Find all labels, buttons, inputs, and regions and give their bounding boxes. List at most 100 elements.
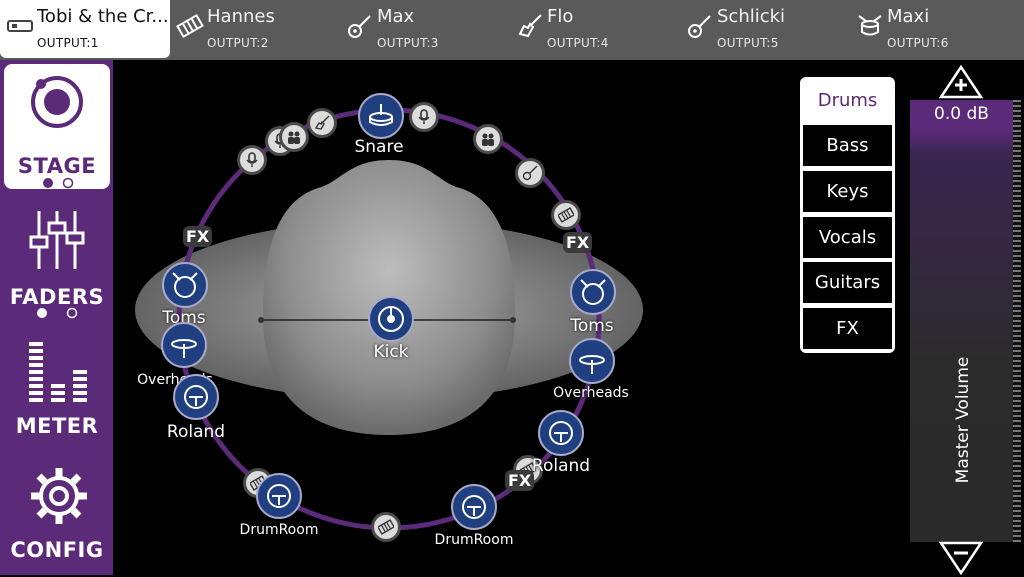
channel-roland-right[interactable] — [538, 410, 584, 456]
channel-snare[interactable] — [358, 93, 404, 139]
keys-badge[interactable] — [371, 512, 401, 542]
output-tab-2[interactable]: Hannes OUTPUT:2 — [170, 0, 340, 58]
group-bass[interactable]: Bass — [803, 125, 892, 166]
microphone-icon — [246, 152, 258, 167]
output-name: Hannes — [207, 6, 275, 27]
channel-drumroom-right[interactable] — [451, 484, 497, 530]
channel-label: Toms — [162, 308, 206, 328]
electronic-drum-icon — [267, 484, 291, 508]
output-name: Schlicki — [717, 6, 786, 27]
acoustic-guitar-icon — [688, 15, 711, 38]
keyboard-icon — [558, 207, 574, 223]
fx-badge-right[interactable]: FX — [563, 232, 593, 253]
keyboard-device-icon — [7, 20, 33, 32]
channel-label: Roland — [166, 422, 226, 442]
group-badge[interactable] — [473, 124, 503, 154]
channel-label: Toms — [570, 316, 614, 336]
group-guitars[interactable]: Guitars — [803, 262, 892, 303]
channel-label: DrumRoom — [434, 532, 514, 548]
nav-meter-label: METER — [15, 414, 99, 438]
group-drums[interactable]: Drums — [803, 80, 892, 121]
main-nav: STAGE FADERS METER CONFIG — [0, 60, 113, 575]
page-indicator-icon — [37, 307, 78, 319]
keyboard-icon — [378, 519, 394, 535]
channel-label: Snare — [354, 137, 404, 157]
channel-roland-left[interactable] — [173, 374, 219, 420]
channel-toms-right[interactable] — [570, 269, 616, 315]
keyboard-icon — [176, 13, 204, 39]
cymbal-icon — [579, 355, 605, 374]
channel-toms-left[interactable] — [162, 262, 208, 308]
guitar-badge[interactable] — [515, 158, 545, 188]
snare-drum-icon — [369, 104, 393, 126]
nav-stage-label: STAGE — [17, 154, 97, 178]
electronic-drum-icon — [549, 421, 573, 445]
cymbal-icon — [171, 339, 197, 358]
nav-config-button[interactable]: CONFIG — [4, 452, 110, 577]
microphone-icon — [418, 109, 430, 124]
output-tab-3[interactable]: Max OUTPUT:3 — [340, 0, 510, 58]
channel-overheads-left[interactable] — [161, 322, 207, 368]
nav-faders-button[interactable]: FADERS — [4, 193, 110, 319]
fx-badge-left[interactable]: FX — [183, 226, 213, 247]
channel-label: Overheads — [553, 385, 629, 401]
meter-icon — [29, 342, 87, 402]
guitar-badge[interactable] — [307, 108, 337, 138]
nav-meter-button[interactable]: METER — [4, 324, 110, 449]
output-number: OUTPUT:3 — [377, 36, 439, 50]
output-name: Max — [377, 6, 415, 27]
people-icon — [482, 133, 494, 146]
output-name: Tobi & the Cr... — [37, 6, 169, 27]
channel-kick[interactable] — [368, 296, 414, 342]
volume-down-button[interactable] — [938, 540, 984, 576]
keys-badge[interactable] — [551, 200, 581, 230]
stage-view: FX FX FX Snare Kick Toms Toms Overheads … — [113, 60, 793, 575]
output-number: OUTPUT:2 — [207, 36, 269, 50]
master-volume-fader[interactable] — [910, 100, 1013, 542]
acoustic-guitar-icon — [348, 15, 371, 38]
channel-drumroom-left[interactable] — [256, 473, 302, 519]
output-tab-6[interactable]: Maxi OUTPUT:6 — [850, 0, 1020, 58]
toms-icon — [172, 272, 198, 298]
group-list: Drums Bass Keys Vocals Guitars FX — [800, 77, 895, 353]
output-number: OUTPUT:1 — [37, 36, 99, 50]
acoustic-guitar-icon — [522, 165, 538, 181]
mic-badge[interactable] — [237, 145, 267, 175]
output-tab-4[interactable]: Flo OUTPUT:4 — [510, 0, 680, 58]
volume-meter-ticks — [1013, 100, 1021, 542]
kick-drum-icon — [378, 306, 404, 332]
group-keys[interactable]: Keys — [803, 171, 892, 212]
group-badge[interactable] — [279, 122, 309, 152]
width-handle-right[interactable] — [510, 317, 516, 323]
channel-overheads-right[interactable] — [569, 338, 615, 384]
nav-faders-label: FADERS — [9, 285, 105, 309]
output-name: Flo — [547, 6, 574, 27]
width-handle-left[interactable] — [258, 317, 264, 323]
people-icon — [288, 131, 300, 144]
group-fx[interactable]: FX — [803, 308, 892, 349]
output-tab-1[interactable]: Tobi & the Cr... OUTPUT:1 — [0, 0, 170, 58]
electronic-drum-icon — [184, 385, 208, 409]
faders-icon — [29, 211, 85, 269]
fx-badge-bottom[interactable]: FX — [505, 470, 535, 491]
nav-stage-button[interactable]: STAGE — [4, 64, 110, 189]
electric-guitar-icon — [314, 115, 330, 130]
output-number: OUTPUT:6 — [887, 36, 949, 50]
nav-config-label: CONFIG — [10, 538, 104, 562]
mic-badge[interactable] — [409, 102, 439, 132]
drum-kit-icon — [858, 15, 882, 36]
gear-icon — [31, 468, 87, 524]
toms-icon — [580, 279, 606, 305]
master-volume-label: Master Volume — [953, 356, 973, 484]
master-volume-value: 0.0 dB — [934, 104, 989, 124]
group-vocals[interactable]: Vocals — [803, 217, 892, 258]
output-name: Maxi — [887, 6, 930, 27]
output-tab-5[interactable]: Schlicki OUTPUT:5 — [680, 0, 850, 58]
volume-up-button[interactable] — [938, 64, 984, 100]
page-indicator-icon — [43, 177, 74, 189]
output-tab-bar: Tobi & the Cr... OUTPUT:1 Hannes OUTPUT:… — [0, 0, 1024, 60]
stage-icon — [31, 76, 83, 128]
electronic-drum-icon — [462, 495, 486, 519]
channel-label: Kick — [373, 342, 409, 362]
electric-guitar-icon — [518, 14, 542, 38]
